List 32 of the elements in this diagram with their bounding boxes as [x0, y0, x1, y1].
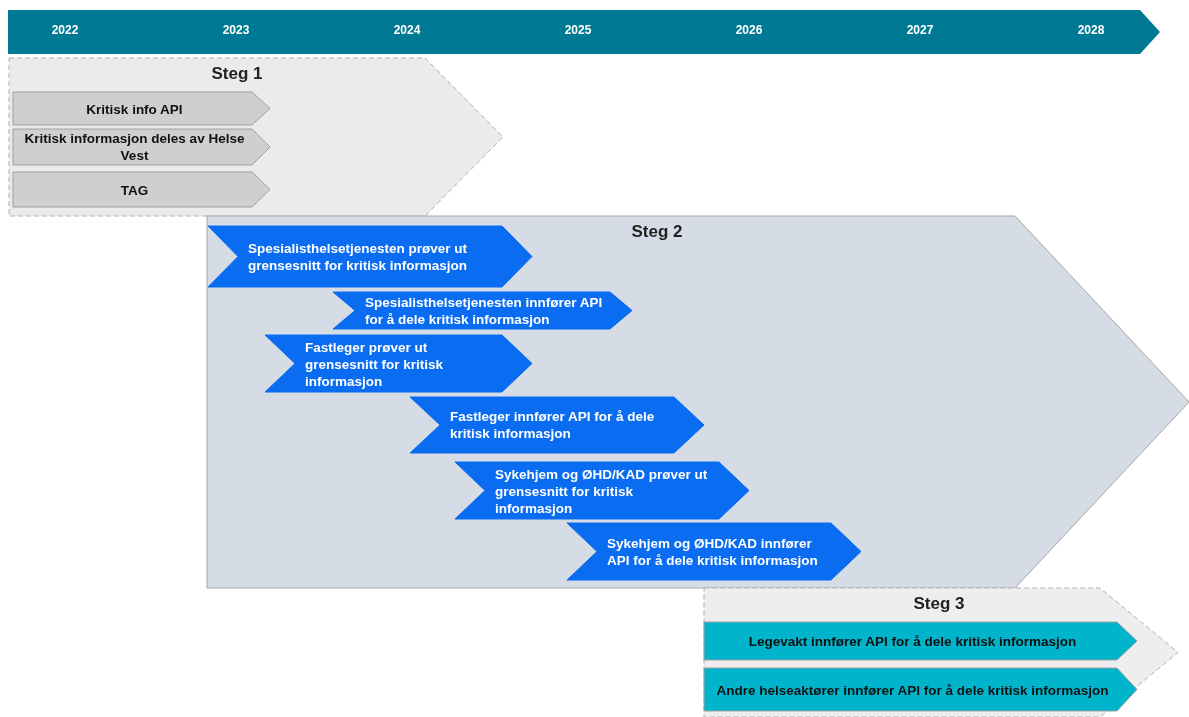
stage-title: Steg 2	[631, 223, 683, 240]
task-label: Spesialisthelsetjenesten innfører API for å dele kritisk informasjon	[365, 293, 604, 328]
stage-title: Steg 3	[913, 595, 965, 612]
task-label: Kritisk info API	[85, 100, 184, 117]
task-bar	[704, 622, 1137, 660]
stage-title: Steg 1	[211, 65, 263, 82]
year-label: 2025	[564, 23, 592, 37]
year-label: 2023	[222, 23, 250, 37]
task-bar	[410, 397, 704, 453]
stage-band	[207, 216, 1189, 588]
year-label: 2028	[1077, 23, 1105, 37]
task-bar	[13, 172, 270, 207]
year-label: 2024	[393, 23, 421, 37]
task-label: Legevakt innfører API for å dele kritisk informasjon	[747, 632, 1078, 650]
task-label: TAG	[119, 181, 150, 198]
task-bar	[704, 668, 1137, 711]
task-bar	[13, 129, 270, 165]
stage-band	[9, 58, 503, 216]
task-label: Fastleger innfører API for å dele kritisk informasjon	[450, 408, 656, 442]
task-label: Kritisk informasjon deles av Helse Vest	[23, 130, 246, 164]
task-label: Sykehjem og ØHD/KAD innfører API for å dele kritisk informasjon	[607, 534, 819, 569]
task-label: Spesialisthelsetjenesten prøver ut grensesnitt for kritisk informasjon	[248, 239, 469, 274]
year-label: 2022	[51, 23, 79, 37]
task-label: Sykehjem og ØHD/KAD prøver ut grensesnitt for kritisk informasjon	[495, 465, 709, 516]
year-label: 2027	[906, 23, 934, 37]
year-label: 2026	[735, 23, 763, 37]
task-label: Fastleger prøver ut grensesnitt for kritisk informasjon	[305, 338, 445, 389]
task-label: Andre helseaktører innfører API for å dele kritisk informasjon	[715, 681, 1110, 698]
stage-band	[704, 588, 1178, 717]
task-bar	[208, 226, 532, 287]
task-bar	[13, 92, 270, 125]
task-bar	[333, 292, 632, 329]
